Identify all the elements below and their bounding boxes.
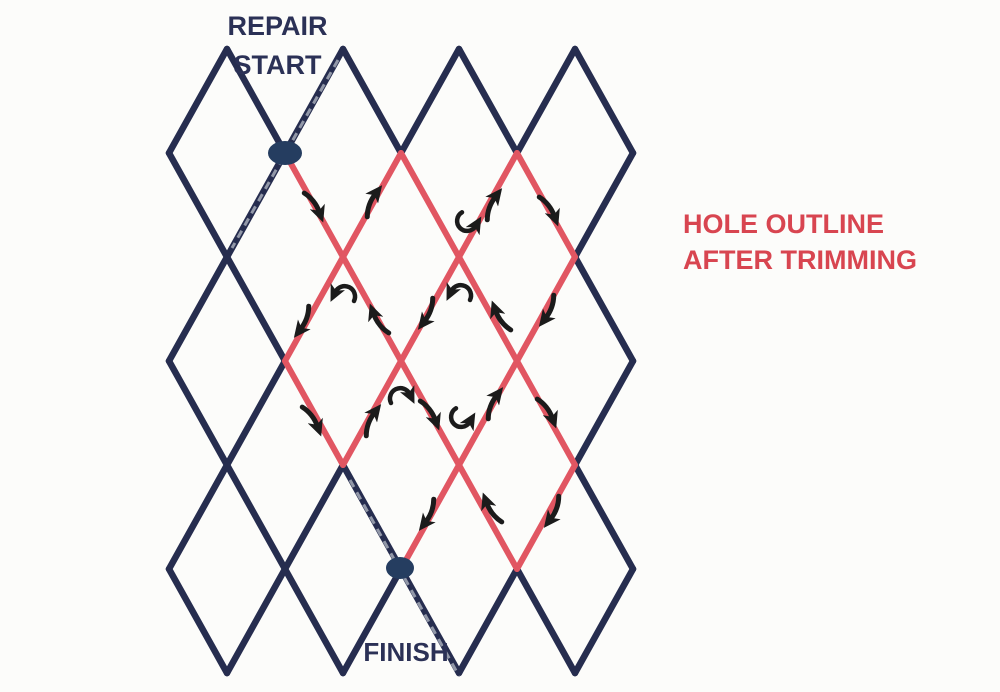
mesh-segment [339, 45, 405, 157]
hole-outline-segment [282, 254, 346, 364]
knot-loop-arrow [454, 210, 482, 236]
mesh-segment [165, 461, 231, 573]
mesh-segment [397, 45, 463, 157]
repair-direction-arrow [293, 303, 312, 338]
mesh-segment [513, 565, 579, 677]
mesh-segment [165, 253, 231, 365]
repair-start-line1: REPAIR [227, 11, 328, 41]
knot-loop-arrow [330, 283, 358, 304]
mesh-segment [223, 461, 289, 573]
hole-outline-segment [282, 358, 346, 468]
mesh-segment [223, 149, 289, 261]
twine-guide-layer [230, 59, 461, 677]
repair-start-line2: START [233, 50, 322, 80]
knot-loop-arrow [448, 406, 476, 432]
mesh-segment [281, 461, 347, 573]
hole-outline-label: HOLE OUTLINE AFTER TRIMMING [683, 206, 917, 278]
hole-outline-segment [456, 462, 520, 572]
mesh-segment [571, 45, 637, 157]
mesh-segment [281, 565, 347, 677]
repair-direction-arrow [481, 492, 505, 525]
arrow-layer [293, 185, 562, 531]
hole-outline-segment [340, 150, 404, 260]
hole-outline-segment [514, 358, 578, 468]
mesh-segment [455, 565, 521, 677]
mesh-segment [455, 45, 521, 157]
hole-outline-segment [514, 462, 578, 572]
repair-direction-arrow [299, 404, 323, 437]
knot-loop-arrow [446, 282, 474, 303]
hole-outline-line1: HOLE OUTLINE [683, 209, 884, 239]
mesh-segment [165, 565, 231, 677]
mesh-segment [223, 357, 289, 469]
hole-outline-layer [282, 150, 578, 572]
mesh-segment [339, 565, 405, 677]
mesh-segment [513, 45, 579, 157]
mesh-segment [165, 357, 231, 469]
finish-label: FINISH [363, 637, 449, 667]
mesh-segment [165, 45, 231, 157]
repair-direction-arrow [484, 188, 503, 223]
mesh-segment [223, 565, 289, 677]
repair-direction-arrow [301, 190, 325, 223]
hole-outline-segment [456, 254, 520, 364]
start-knot [268, 141, 302, 165]
repair-direction-arrow [417, 295, 436, 330]
mesh-segment [571, 461, 637, 573]
mesh-segment [571, 149, 637, 261]
repair-direction-arrow [534, 396, 558, 429]
knot-layer [268, 141, 414, 579]
repair-direction-arrow [485, 387, 504, 422]
repair-direction-arrow [368, 303, 392, 336]
mesh-layer [165, 45, 637, 677]
finish-knot [386, 557, 414, 579]
mesh-segment [165, 149, 231, 261]
mesh-segment [571, 565, 637, 677]
repair-start-label: REPAIR START [200, 7, 355, 85]
mesh-segment [223, 253, 289, 365]
hole-outline-segment [514, 254, 578, 364]
repair-direction-arrow [363, 404, 382, 439]
repair-direction-arrow [417, 398, 441, 431]
knot-loop-arrow [387, 385, 415, 406]
twine-dashed-line [230, 59, 340, 249]
mesh-segment [571, 253, 637, 365]
mesh-segment [571, 357, 637, 469]
repair-direction-arrow [536, 194, 560, 227]
hole-outline-line2: AFTER TRIMMING [683, 245, 917, 275]
repair-direction-arrow [538, 292, 557, 327]
mesh-segment [223, 45, 289, 157]
repair-direction-arrow [418, 496, 437, 531]
hole-outline-segment [398, 150, 462, 260]
repair-direction-arrow [543, 493, 562, 528]
repair-direction-arrow [490, 300, 514, 333]
hole-outline-segment [340, 254, 404, 364]
repair-direction-arrow [364, 185, 383, 220]
